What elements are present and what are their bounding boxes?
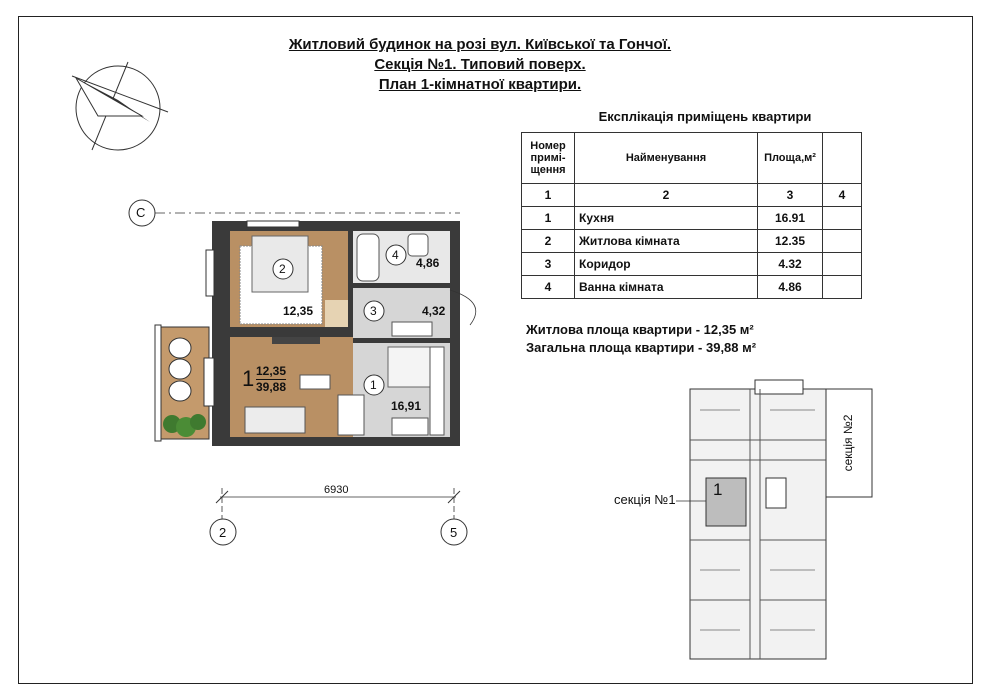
row-extra bbox=[822, 206, 862, 230]
dimension-label: 6930 bbox=[324, 484, 349, 496]
table-row: 3 Коридор 4.32 bbox=[521, 252, 862, 276]
room2-area: 12,35 bbox=[283, 304, 314, 318]
balcony bbox=[154, 324, 210, 442]
index-cell: 4 bbox=[822, 183, 862, 207]
axis-2-label: 2 bbox=[219, 525, 227, 540]
row-name: Ванна кімната bbox=[574, 275, 758, 299]
index-cell: 3 bbox=[757, 183, 823, 207]
balcony-door bbox=[203, 357, 215, 407]
apartment-total-area: 39,88 bbox=[256, 380, 287, 394]
axis-5-label: 5 bbox=[450, 525, 458, 540]
apartment-number: 1 bbox=[242, 366, 255, 391]
room3-number: 3 bbox=[370, 304, 377, 318]
key-plan-apartment-mark: 1 bbox=[713, 480, 723, 499]
row-number: 3 bbox=[521, 252, 575, 276]
room4-number: 4 bbox=[392, 248, 399, 262]
room-markers bbox=[272, 244, 407, 396]
room3-area: 4,32 bbox=[422, 304, 446, 318]
title-line-3: План 1-кімнатної квартири. bbox=[378, 76, 582, 93]
axis-c-marker bbox=[128, 199, 460, 227]
header-name: Найменування bbox=[574, 132, 758, 184]
section-2-label: секція №2 bbox=[841, 414, 855, 472]
row-name: Коридор bbox=[574, 252, 758, 276]
table-row: 4 Ванна кімната 4.86 bbox=[521, 275, 862, 299]
title-line-2: Секція №1. Типовий поверх. bbox=[374, 56, 586, 73]
header-area: Площа,м² bbox=[757, 132, 823, 184]
axis-c-label: С bbox=[136, 205, 146, 220]
row-area: 16.91 bbox=[757, 206, 823, 230]
index-cell: 1 bbox=[521, 183, 575, 207]
area-summary: Житлова площа квартири - 12,35 м² Загаль… bbox=[526, 321, 756, 357]
row-extra bbox=[822, 252, 862, 276]
row-number: 1 bbox=[521, 206, 575, 230]
table-header-row: Номер примі-щення Найменування Площа,м² bbox=[521, 132, 862, 184]
window-left bbox=[205, 249, 215, 297]
key-plan bbox=[676, 379, 873, 660]
index-cell: 2 bbox=[574, 183, 758, 207]
sheet-title: Житловий будинок на розі вул. Київської … bbox=[260, 35, 700, 95]
room1-area: 16,91 bbox=[391, 399, 422, 413]
room4-area: 4,86 bbox=[416, 256, 440, 270]
row-number: 2 bbox=[521, 229, 575, 253]
row-name: Житлова кімната bbox=[574, 229, 758, 253]
dimension-line bbox=[209, 488, 468, 546]
row-name: Кухня bbox=[574, 206, 758, 230]
window-top bbox=[246, 220, 300, 228]
row-area: 4.32 bbox=[757, 252, 823, 276]
header-extra bbox=[822, 132, 862, 184]
room2-number: 2 bbox=[279, 262, 286, 276]
title-line-1: Житловий будинок на розі вул. Київської … bbox=[288, 36, 672, 53]
total-area-summary: Загальна площа квартири - 39,88 м² bbox=[526, 340, 757, 355]
living-area-summary: Житлова площа квартири - 12,35 м² bbox=[526, 322, 754, 337]
row-extra bbox=[822, 275, 862, 299]
row-area: 12.35 bbox=[757, 229, 823, 253]
row-number: 4 bbox=[521, 275, 575, 299]
compass-icon bbox=[71, 61, 169, 151]
header-number: Номер примі-щення bbox=[521, 132, 575, 184]
explication-title: Експлікація приміщень квартири bbox=[598, 109, 812, 124]
room1-number: 1 bbox=[370, 378, 377, 392]
row-area: 4.86 bbox=[757, 275, 823, 299]
table-row: 1 Кухня 16.91 bbox=[521, 206, 862, 230]
table-index-row: 1 2 3 4 bbox=[521, 183, 862, 207]
row-extra bbox=[822, 229, 862, 253]
table-row: 2 Житлова кімната 12.35 bbox=[521, 229, 862, 253]
sheet-frame bbox=[18, 16, 973, 684]
apartment-living-area: 12,35 bbox=[256, 364, 287, 378]
explication-table: Номер примі-щення Найменування Площа,м² … bbox=[521, 132, 862, 299]
section-1-label: секція №1 bbox=[614, 492, 676, 507]
